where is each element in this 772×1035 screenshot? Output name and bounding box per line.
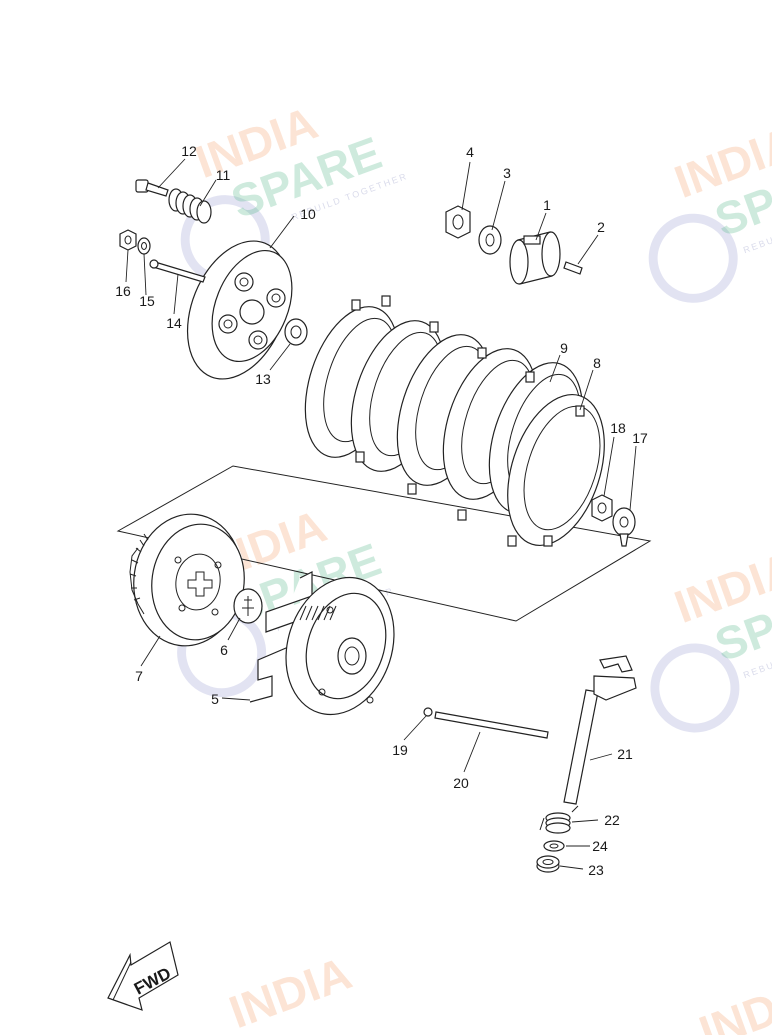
- nut-16: [119, 229, 137, 251]
- bolt-12: [135, 179, 169, 197]
- bearing-13: [284, 318, 308, 346]
- plate-tab: [351, 299, 361, 311]
- plate-tab: [429, 321, 439, 333]
- plate-6: [233, 588, 263, 624]
- nut-18: [591, 494, 613, 522]
- watermark-top-right: INDIA SPARE REBUILD TOGETHER: [648, 116, 772, 303]
- wrench-watermark-icon: [650, 643, 740, 733]
- nut-4: [445, 205, 471, 239]
- callout-8: 8: [593, 355, 601, 371]
- ball-19: [423, 707, 433, 717]
- callout-13: 13: [255, 371, 271, 387]
- plate-tab: [407, 483, 417, 495]
- watermark-bottom: INDIA: [222, 946, 357, 1035]
- callout-21: 21: [617, 746, 633, 762]
- callout-23: 23: [588, 862, 604, 878]
- callout-labels: 1 2 3 4 5 6 7 8 9 10 11 12 13 14 15 16 1…: [115, 143, 648, 878]
- callout-10: 10: [300, 206, 316, 222]
- callout-17: 17: [632, 430, 648, 446]
- callout-9: 9: [560, 340, 568, 356]
- callout-11: 11: [216, 167, 231, 183]
- callout-12: 12: [181, 143, 197, 159]
- watermark-middle-right: INDIA SPARE REBUILD TOGETHER: [650, 541, 772, 733]
- spring-11: [168, 188, 212, 224]
- callout-1: 1: [543, 197, 551, 213]
- washer-15: [137, 237, 151, 255]
- clutch-housing-5: [249, 571, 395, 716]
- callout-16: 16: [115, 283, 131, 299]
- callout-18: 18: [610, 420, 626, 436]
- key-2: [563, 261, 583, 275]
- washer-24: [543, 840, 565, 852]
- callout-3: 3: [503, 165, 511, 181]
- plate-tab: [381, 295, 391, 307]
- wrench-watermark-icon: [648, 213, 738, 303]
- watermark-line1: INDIA: [222, 946, 357, 1035]
- plate-tab: [477, 347, 487, 359]
- callout-14: 14: [166, 315, 182, 331]
- plate-tab: [575, 405, 585, 417]
- plate-tab: [457, 509, 467, 521]
- watermark-line1: INDIA: [692, 966, 772, 1035]
- callout-19: 19: [392, 742, 408, 758]
- plate-tab: [543, 535, 553, 547]
- push-rod-14: [149, 259, 206, 283]
- callout-22: 22: [604, 812, 620, 828]
- callout-15: 15: [139, 293, 155, 309]
- push-lever-shaft-21: [563, 655, 637, 805]
- callout-20: 20: [453, 775, 469, 791]
- callout-2: 2: [597, 219, 605, 235]
- callout-5: 5: [211, 691, 219, 707]
- washer-3: [478, 225, 502, 255]
- assembly-outline-box: [116, 465, 652, 622]
- leader-lines: [125, 158, 637, 870]
- plate-tab: [507, 535, 517, 547]
- plate-tab: [525, 371, 535, 383]
- push-rod-20: [434, 711, 549, 739]
- callout-4: 4: [466, 144, 474, 160]
- primary-driven-gear-7: [129, 513, 245, 647]
- watermark-bottom-right: INDIA: [692, 966, 772, 1035]
- clutch-plate-stack: [304, 295, 605, 547]
- fwd-arrow-icon: FWD: [107, 941, 179, 1011]
- watermark-top-center: INDIA SPARE REBUILD TOGETHER: [180, 96, 409, 285]
- collar-1: [509, 231, 561, 285]
- callout-24: 24: [592, 838, 608, 854]
- callout-7: 7: [135, 668, 143, 684]
- lock-washer-17: [612, 507, 636, 547]
- oil-seal-23: [536, 855, 560, 873]
- plate-tab: [355, 451, 365, 463]
- spring-22: [539, 805, 579, 834]
- pressure-plate: [186, 240, 293, 380]
- callout-6: 6: [220, 642, 228, 658]
